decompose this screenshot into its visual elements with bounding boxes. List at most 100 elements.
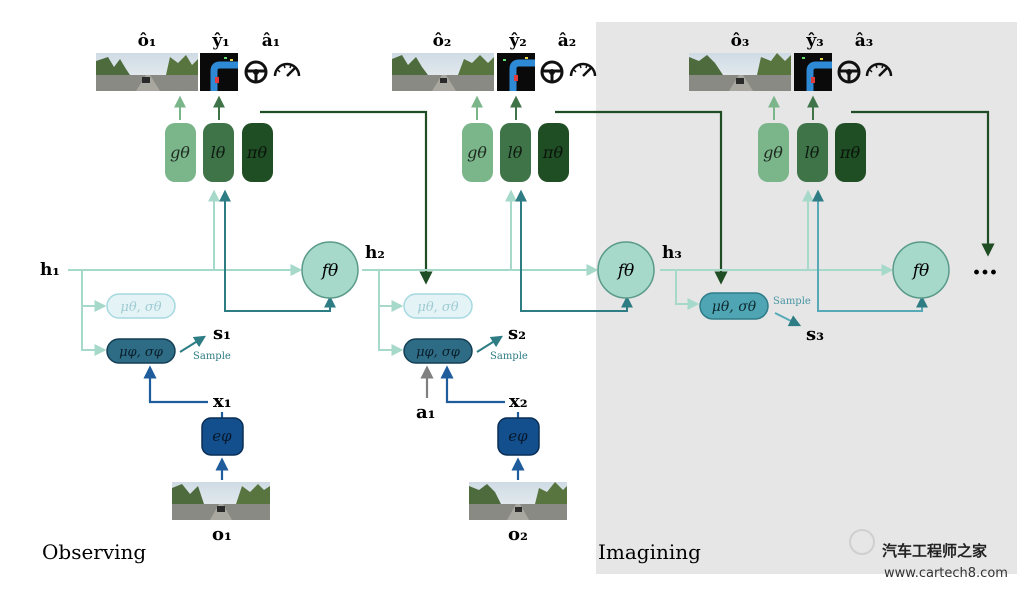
- x-label-2: x₂: [509, 391, 528, 412]
- sample-arrow-3: [774, 312, 802, 327]
- watermark-url: www.cartech8.com: [884, 566, 1008, 581]
- camera-image-icon: [172, 482, 270, 520]
- obs-hat-label-3: ô₃: [731, 31, 750, 51]
- watermark-brand: 汽车工程师之家: [882, 542, 987, 560]
- y-hat-label-1: ŷ₁: [211, 31, 229, 51]
- posterior-label-1: μφ, σφ: [119, 345, 164, 360]
- a-hat-label-1: â₁: [262, 31, 280, 51]
- encoder-label-2: eφ: [508, 427, 528, 445]
- decoder-heads-3: gθ lθ πθ: [758, 123, 866, 182]
- l-head-label-2: lθ: [508, 143, 523, 162]
- f-label-3: fθ: [911, 261, 930, 281]
- g-head-2: [462, 123, 493, 182]
- speedometer-icon: [569, 62, 597, 77]
- a-hat-label-2: â₂: [558, 31, 576, 51]
- s-label-1: s₁: [213, 323, 231, 344]
- imagining-label: Imagining: [598, 540, 701, 564]
- prior-node-2: [403, 293, 473, 319]
- f-transition-2: [597, 241, 655, 299]
- posterior-node-2: [403, 338, 473, 364]
- h-to-post-2: [378, 306, 404, 356]
- s-to-f-3: [817, 290, 928, 312]
- sample-text-3: Sample: [773, 296, 811, 307]
- steering-wheel-icon: [244, 60, 268, 84]
- a-hat-label-3: â₃: [855, 31, 873, 51]
- bev-map-icon: [794, 53, 832, 91]
- steering-wheel-icon: [540, 60, 564, 84]
- decoded-outputs-3: ô₃ ŷ₃ â₃: [689, 31, 893, 91]
- sample-text-1: Sample: [193, 351, 231, 362]
- h-to-post-1: [81, 306, 107, 356]
- h-to-prior-2: [378, 270, 404, 312]
- action-feedback-arrow-1: [260, 110, 433, 285]
- l-head-label-1: lθ: [211, 143, 226, 162]
- obs-hat-label-1: ô₁: [138, 31, 157, 51]
- decoder-heads-2: gθ lθ πθ: [462, 123, 569, 182]
- l-head-label-3: lθ: [805, 143, 820, 162]
- camera-image-icon: [689, 53, 791, 91]
- g-head-label-3: gθ: [763, 143, 783, 162]
- h-to-prior-1: [81, 270, 107, 312]
- h-label-1: h₁: [40, 260, 60, 280]
- encoder-node-2: [497, 417, 540, 456]
- s-label-2: s₂: [508, 323, 526, 344]
- x-to-posterior-2: [440, 365, 505, 404]
- l-head-3: [797, 123, 828, 182]
- decoded-outputs-2: ô₂ ŷ₂ â₂: [392, 31, 597, 91]
- s-to-f-1: [224, 290, 336, 312]
- decoder-heads-1: gθ lθ πθ: [165, 123, 273, 182]
- decoded-outputs-1: ô₁ ŷ₁ â₁: [96, 31, 301, 91]
- pi-head-1: [242, 123, 273, 182]
- posterior-label-2: μφ, σφ: [416, 345, 461, 360]
- pi-head-label-3: πθ: [839, 143, 861, 162]
- camera-image-icon: [469, 482, 567, 520]
- speedometer-icon: [865, 62, 893, 77]
- f-label-1: fθ: [320, 261, 339, 281]
- watermark: 汽车工程师之家 www.cartech8.com: [849, 529, 1008, 581]
- h-to-prior-3: [675, 270, 700, 310]
- camera-image-icon: [392, 53, 494, 91]
- bev-map-icon: [200, 53, 238, 91]
- encoder-node-1: [201, 417, 244, 456]
- pi-head-2: [538, 123, 569, 182]
- action-feedback-arrow-2: [555, 110, 728, 285]
- g-head-1: [165, 123, 196, 182]
- camera-image-icon: [96, 53, 198, 91]
- sample-arrow-1: [179, 335, 207, 353]
- encoder-label-1: eφ: [212, 427, 232, 445]
- f-transition-1: [301, 241, 359, 299]
- observing-label: Observing: [42, 540, 146, 564]
- posterior-node-1: [106, 338, 176, 364]
- obs-label-1: o₁: [212, 524, 232, 545]
- x-label-1: x₁: [213, 391, 232, 412]
- sample-text-2: Sample: [490, 351, 528, 362]
- h-label-3: h₃: [662, 243, 682, 263]
- obs-label-2: o₂: [508, 524, 528, 545]
- prior-label-3: μθ, σθ: [712, 299, 757, 315]
- speedometer-icon: [273, 62, 301, 77]
- f-transition-3: [892, 241, 950, 299]
- imagining-region: [596, 22, 1017, 574]
- action-label: a₁: [416, 402, 436, 423]
- prior-label-1: μθ, σθ: [120, 300, 161, 315]
- y-hat-label-2: ŷ₂: [508, 31, 526, 51]
- x-to-posterior-1: [143, 365, 208, 404]
- bev-map-icon: [497, 53, 535, 91]
- s-label-3: s₃: [806, 324, 824, 345]
- obs-hat-label-2: ô₂: [433, 31, 452, 51]
- y-hat-label-3: ŷ₃: [805, 31, 823, 51]
- pi-head-3: [835, 123, 866, 182]
- h-label-2: h₂: [365, 243, 385, 263]
- action-feedback-arrow-3: [851, 110, 995, 257]
- g-head-label-1: gθ: [170, 143, 190, 162]
- pi-head-label-2: πθ: [542, 143, 564, 162]
- sample-arrow-2: [476, 335, 504, 353]
- s-to-f-2: [520, 290, 633, 312]
- pi-head-label-1: πθ: [246, 143, 268, 162]
- steering-wheel-icon: [837, 60, 861, 84]
- g-head-3: [758, 123, 789, 182]
- l-head-2: [500, 123, 531, 182]
- wechat-icon: [849, 529, 875, 555]
